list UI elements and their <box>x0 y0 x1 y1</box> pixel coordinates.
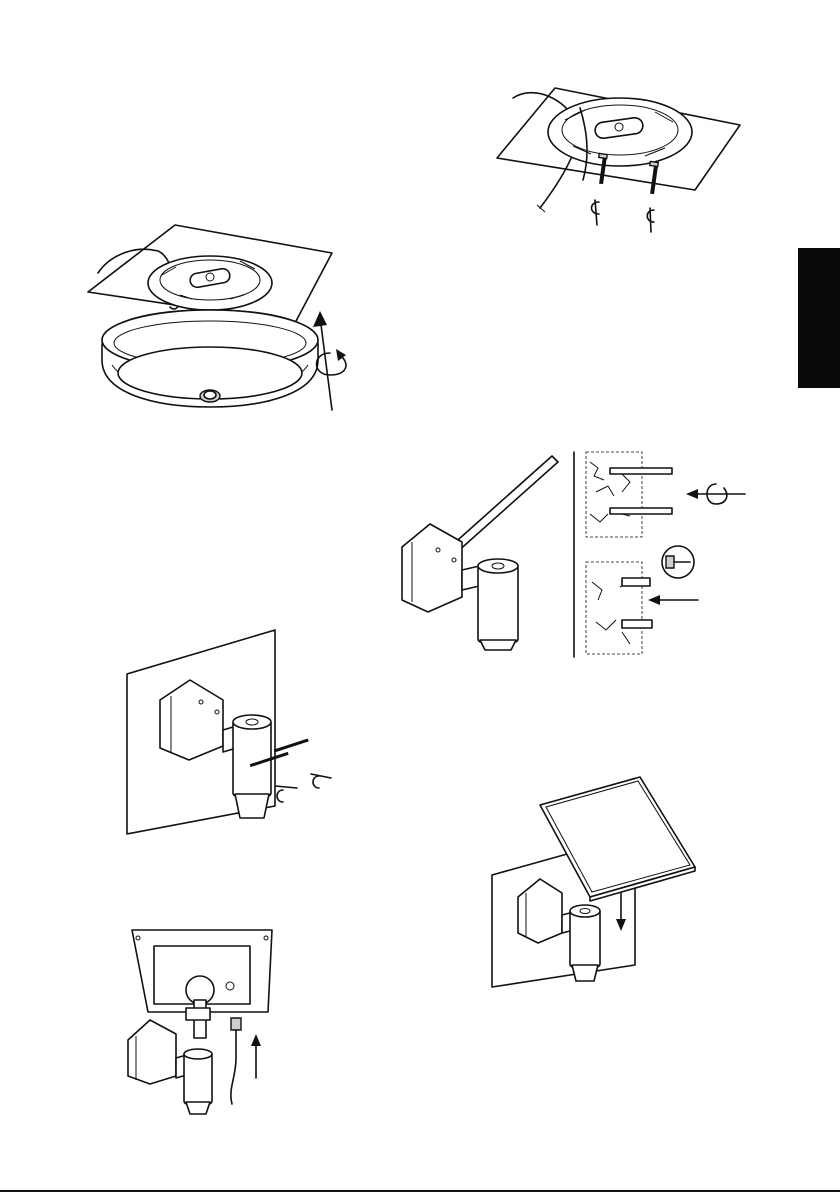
ceiling-base-screw-figure <box>495 80 745 235</box>
bracket-screw-wall-figure <box>125 628 355 838</box>
section-tab <box>798 248 840 388</box>
panel-connect-figure <box>110 928 280 1118</box>
panel-slide-figure <box>490 775 700 990</box>
lamp-mount-figure <box>80 215 360 425</box>
drill-bracket-figure <box>400 452 755 662</box>
